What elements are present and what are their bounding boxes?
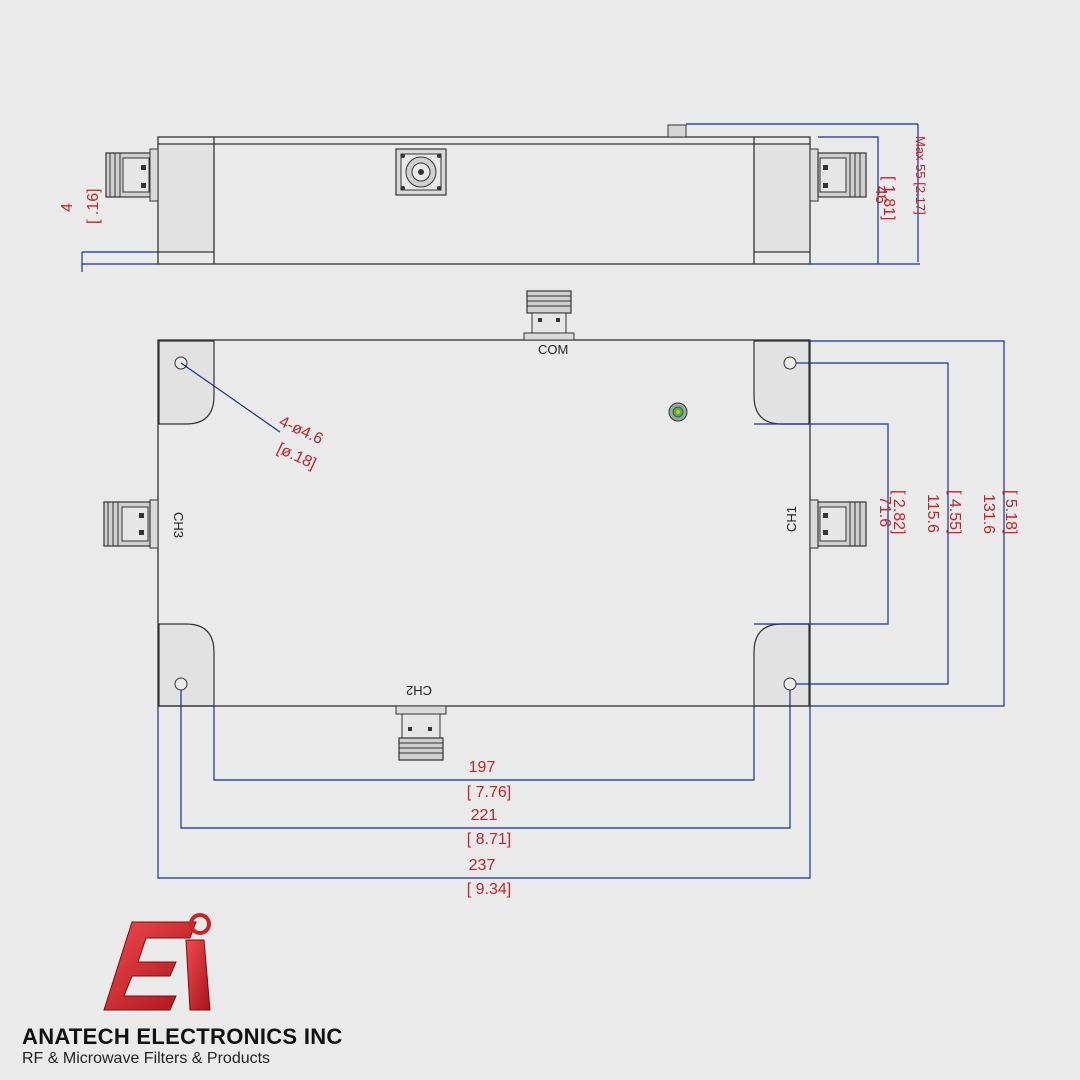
- left-port-connector: [103, 499, 159, 549]
- port-label-bottom: CH2: [406, 683, 432, 698]
- dim-body-depth-in: [ 5.18]: [1002, 490, 1019, 534]
- dim-hole-spacing-in: [ 4.55]: [946, 490, 963, 534]
- mounting-hole: [174, 677, 188, 691]
- dim-pad-spacing-in: [ 2.82]: [890, 490, 907, 534]
- side-left-connector: [105, 148, 159, 202]
- company-name: ANATECH ELECTRONICS INC: [22, 1024, 343, 1049]
- ground-terminal: [668, 402, 688, 422]
- port-label-left: CH3: [171, 512, 186, 538]
- dim-flange-mm: 4: [59, 203, 76, 212]
- dim-pad-spacing-mm: 71.6: [876, 496, 893, 527]
- dim-hole-width-in: [ 8.71]: [467, 831, 511, 848]
- dim-pad-width-in: [ 7.76]: [467, 784, 511, 801]
- dim-body-width-mm: 237: [469, 857, 496, 874]
- side-body-outline: [157, 136, 811, 265]
- dim-pad-width-mm: 197: [469, 759, 496, 776]
- com-connector: [523, 290, 575, 341]
- right-port-connector: [809, 499, 867, 549]
- side-view: 4 [ .16] 46 [ 1.81] Max 55 [2.17]: [59, 123, 928, 272]
- dim-body-depth-mm: 131.6: [980, 494, 997, 534]
- port-label-com: COM: [538, 342, 568, 357]
- ground-screw-side: [667, 124, 687, 138]
- mounting-hole: [783, 356, 797, 370]
- dim-flange-in: [ .16]: [85, 188, 102, 224]
- dim-body-height-in: [ 1.81]: [880, 176, 897, 220]
- side-com-connector: [395, 148, 447, 196]
- port-label-right: CH1: [784, 506, 799, 532]
- dim-hole-spacing-mm: 115.6: [924, 494, 941, 533]
- bottom-port-connector: [395, 705, 447, 761]
- top-view: COM CH3 CH1: [103, 290, 1019, 898]
- dim-body-height-mm: 46: [872, 186, 889, 204]
- company-logo: [103, 913, 211, 1011]
- mounting-hole: [783, 677, 797, 691]
- dim-hole-width-mm: 221: [471, 807, 498, 824]
- top-body-outline: [157, 339, 811, 707]
- side-right-connector: [809, 148, 867, 202]
- company-tagline: RF & Microwave Filters & Products: [22, 1050, 271, 1067]
- dim-max-height: Max 55 [2.17]: [913, 136, 928, 215]
- dim-body-width-in: [ 9.34]: [467, 881, 511, 898]
